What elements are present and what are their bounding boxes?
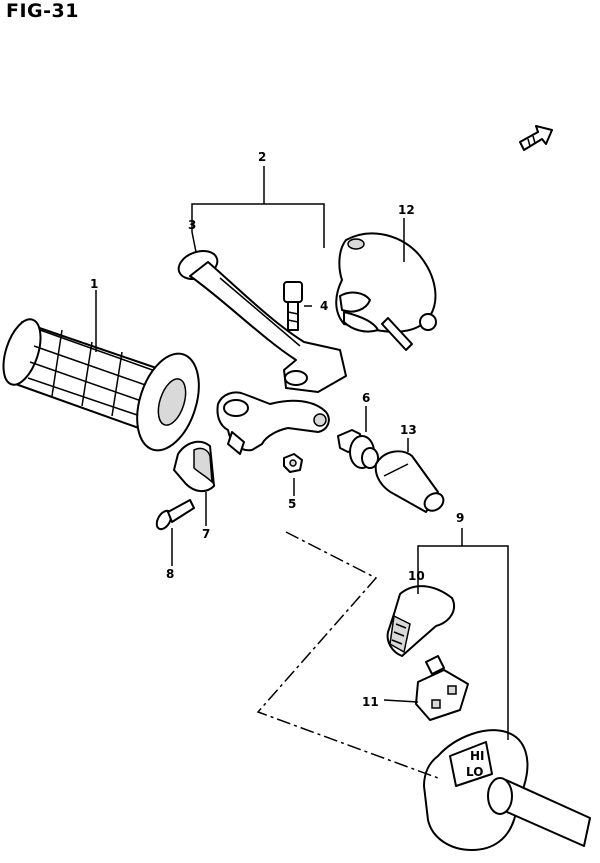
callout-10: 10 bbox=[408, 569, 425, 583]
front-direction-arrow-icon bbox=[519, 125, 553, 151]
lever-bracket-icon bbox=[216, 391, 330, 455]
callout-7: 7 bbox=[202, 527, 210, 541]
clamp-icon bbox=[173, 440, 215, 492]
callout-8: 8 bbox=[166, 567, 174, 581]
leader-lines bbox=[95, 166, 509, 740]
screw-icon bbox=[155, 499, 195, 531]
figure-title: FIG-31 bbox=[6, 0, 79, 22]
callout-3: 3 bbox=[188, 218, 196, 232]
callout-9: 9 bbox=[456, 511, 464, 525]
handlebar-grip-icon bbox=[2, 318, 200, 452]
nut-icon bbox=[283, 453, 303, 473]
callout-1: 1 bbox=[90, 277, 98, 291]
callout-2: 2 bbox=[258, 150, 266, 164]
switch-housing-icon: HI LO bbox=[423, 729, 591, 851]
assembly-path-line bbox=[256, 531, 439, 779]
clutch-lever-icon bbox=[177, 249, 347, 393]
bolt-icon bbox=[283, 281, 303, 331]
lever-cover-icon bbox=[335, 232, 437, 351]
callout-4: 4 bbox=[320, 299, 328, 313]
callout-5: 5 bbox=[288, 497, 296, 511]
callout-6: 6 bbox=[362, 391, 370, 405]
switch-label-high: HI bbox=[470, 749, 485, 763]
switch-knob-icon bbox=[386, 585, 455, 657]
callout-12: 12 bbox=[398, 203, 415, 217]
contact-plate-icon bbox=[415, 655, 469, 721]
dust-boot-icon bbox=[374, 450, 445, 513]
callout-11: 11 bbox=[362, 695, 379, 709]
callout-13: 13 bbox=[400, 423, 417, 437]
callout-numbers: 1 2 3 4 5 6 7 8 9 10 11 12 13 bbox=[90, 150, 464, 709]
switch-label-low: LO bbox=[466, 765, 483, 779]
adjuster-screw-icon bbox=[337, 429, 379, 469]
